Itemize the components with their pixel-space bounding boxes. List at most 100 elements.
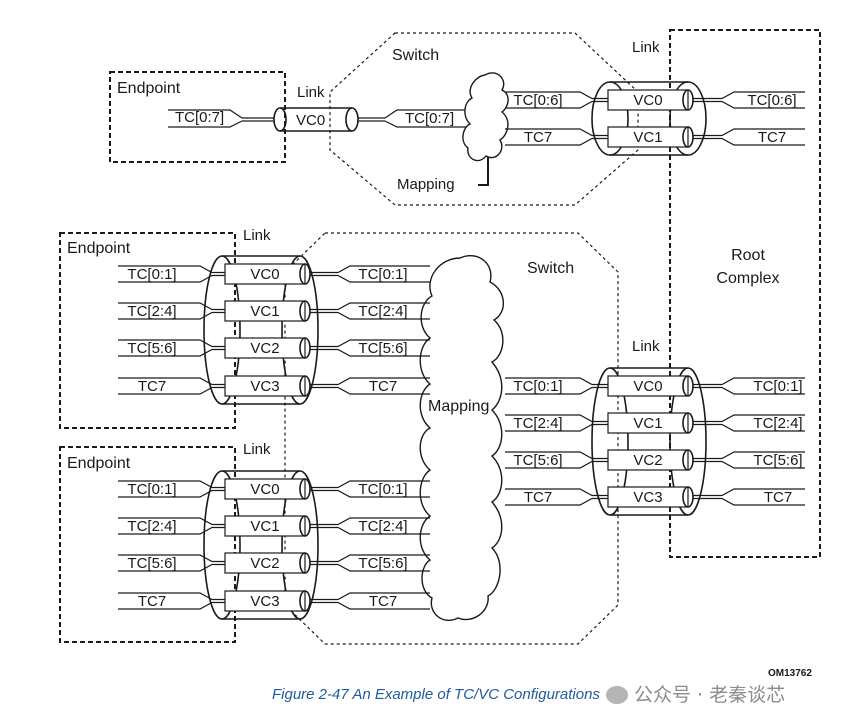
tc-label: TC[0:6]: [513, 92, 562, 109]
vc-label: VC3: [633, 489, 662, 506]
vc-box: [607, 89, 689, 111]
tc-label: TC[0:1]: [753, 378, 802, 395]
top-mapping-callout: Mapping: [397, 157, 489, 193]
tc-label: TC[5:6]: [127, 340, 176, 357]
vc-label: VC0: [250, 481, 279, 498]
vc-box: [224, 300, 306, 322]
tc-label: TC[2:4]: [753, 415, 802, 432]
vc-label: VC2: [250, 555, 279, 572]
tc-label: TC[2:4]: [358, 518, 407, 535]
vc-box: [224, 590, 306, 612]
lane: TC[5:6] VC2 TC[5:6]: [505, 449, 805, 471]
tc-label: TC7: [369, 593, 397, 610]
lane: TC[0:1] VC0 TC[0:1]: [505, 375, 805, 397]
figure-id-code: OM13762: [768, 668, 812, 679]
bottom-switch-outline: [284, 232, 619, 645]
top-switch-label: Switch: [392, 47, 439, 64]
top-switch-input-lane: TC[0:7]: [384, 109, 475, 128]
tc-label: TC[0:6]: [747, 92, 796, 109]
watermark-text: 公众号 · 老秦谈芯: [634, 684, 786, 706]
top-endpoint-lane: TC[0:7]: [168, 109, 243, 128]
tc-label: TC[0:1]: [127, 266, 176, 283]
tc-label: TC[0:7]: [405, 110, 454, 127]
tc-label: TC7: [524, 129, 552, 146]
vc-label: VC3: [250, 593, 279, 610]
vc-box: [224, 552, 306, 574]
vc-label: VC0: [250, 266, 279, 283]
tc-label: TC[2:4]: [127, 303, 176, 320]
lane: TC[2:4] VC1 TC[2:4]: [505, 412, 805, 434]
bottom-endpoint-1-label: Endpoint: [67, 240, 131, 257]
lane: TC7 VC3 TC7: [505, 486, 805, 508]
top-endpoint-box: [109, 71, 286, 163]
tc-label: TC[5:6]: [358, 340, 407, 357]
vc-label: VC1: [633, 415, 662, 432]
root-complex-label-line2: Complex: [716, 270, 779, 287]
tc-label: TC[5:6]: [127, 555, 176, 572]
tc-label: TC[5:6]: [753, 452, 802, 469]
tc-label: TC[0:7]: [175, 109, 224, 126]
vc-label: VC1: [633, 129, 662, 146]
bottom-switch-label: Switch: [527, 260, 574, 277]
vc-label: VC2: [250, 340, 279, 357]
vc-label: VC0: [633, 378, 662, 395]
tc-label: TC[5:6]: [358, 555, 407, 572]
lane: TC[2:4] VC1 TC[2:4]: [118, 515, 430, 537]
vc-box: [607, 375, 689, 397]
vc-box: [224, 337, 306, 359]
tc-label: TC7: [524, 489, 552, 506]
tc-label: TC[5:6]: [513, 452, 562, 469]
tc-label: TC[0:1]: [358, 481, 407, 498]
link-label: Link: [632, 338, 660, 355]
link-label: Link: [243, 441, 271, 458]
vc-box: [224, 375, 306, 397]
bottom-endpoint-2-label: Endpoint: [67, 455, 131, 472]
vc-label: VC1: [250, 518, 279, 535]
vc-label: VC0: [296, 112, 325, 129]
bottom-mapping-cloud: [419, 255, 504, 621]
root-complex-label-line1: Root: [731, 247, 765, 264]
vc-box: [607, 412, 689, 434]
link-label: Link: [297, 84, 325, 101]
vc-box: [607, 126, 689, 148]
vc-box: [607, 449, 689, 471]
tc-label: TC7: [764, 489, 792, 506]
vc-label: VC1: [250, 303, 279, 320]
lane: TC[0:1] VC0 TC[0:1]: [118, 478, 430, 500]
bottom-endpoint-2-box: [59, 446, 236, 643]
root-complex-box: [669, 29, 821, 558]
vc-box: [224, 263, 306, 285]
tc-label: TC7: [138, 378, 166, 395]
bottom-endpoint-1-box: [59, 232, 236, 429]
vc-label: VC2: [633, 452, 662, 469]
lane: TC7 VC3 TC7: [118, 375, 430, 397]
lane: TC[2:4] VC1 TC[2:4]: [118, 300, 430, 322]
vc-label: VC3: [250, 378, 279, 395]
link-label: Link: [243, 227, 271, 244]
tc-label: TC[0:1]: [358, 266, 407, 283]
mapping-label: Mapping: [397, 176, 455, 193]
top-endpoint-link: Link VC0: [242, 84, 385, 132]
top-endpoint-label: Endpoint: [117, 80, 181, 97]
tc-label: TC7: [758, 129, 786, 146]
tc-label: TC7: [369, 378, 397, 395]
vc-box: [224, 478, 306, 500]
tc-label: TC[0:1]: [127, 481, 176, 498]
lane: TC7 VC1 TC7: [505, 126, 805, 148]
lane: TC[0:1] VC0 TC[0:1]: [118, 263, 430, 285]
lane: TC[5:6] VC2 TC[5:6]: [118, 337, 430, 359]
figure-caption: Figure 2-47 An Example of TC/VC Configur…: [272, 686, 600, 703]
watermark: 公众号 · 老秦谈芯: [606, 680, 785, 707]
tc-label: TC[0:1]: [513, 378, 562, 395]
link-label: Link: [632, 39, 660, 56]
tc-label: TC[2:4]: [358, 303, 407, 320]
tc-label: TC[2:4]: [127, 518, 176, 535]
tc-label: TC[2:4]: [513, 415, 562, 432]
